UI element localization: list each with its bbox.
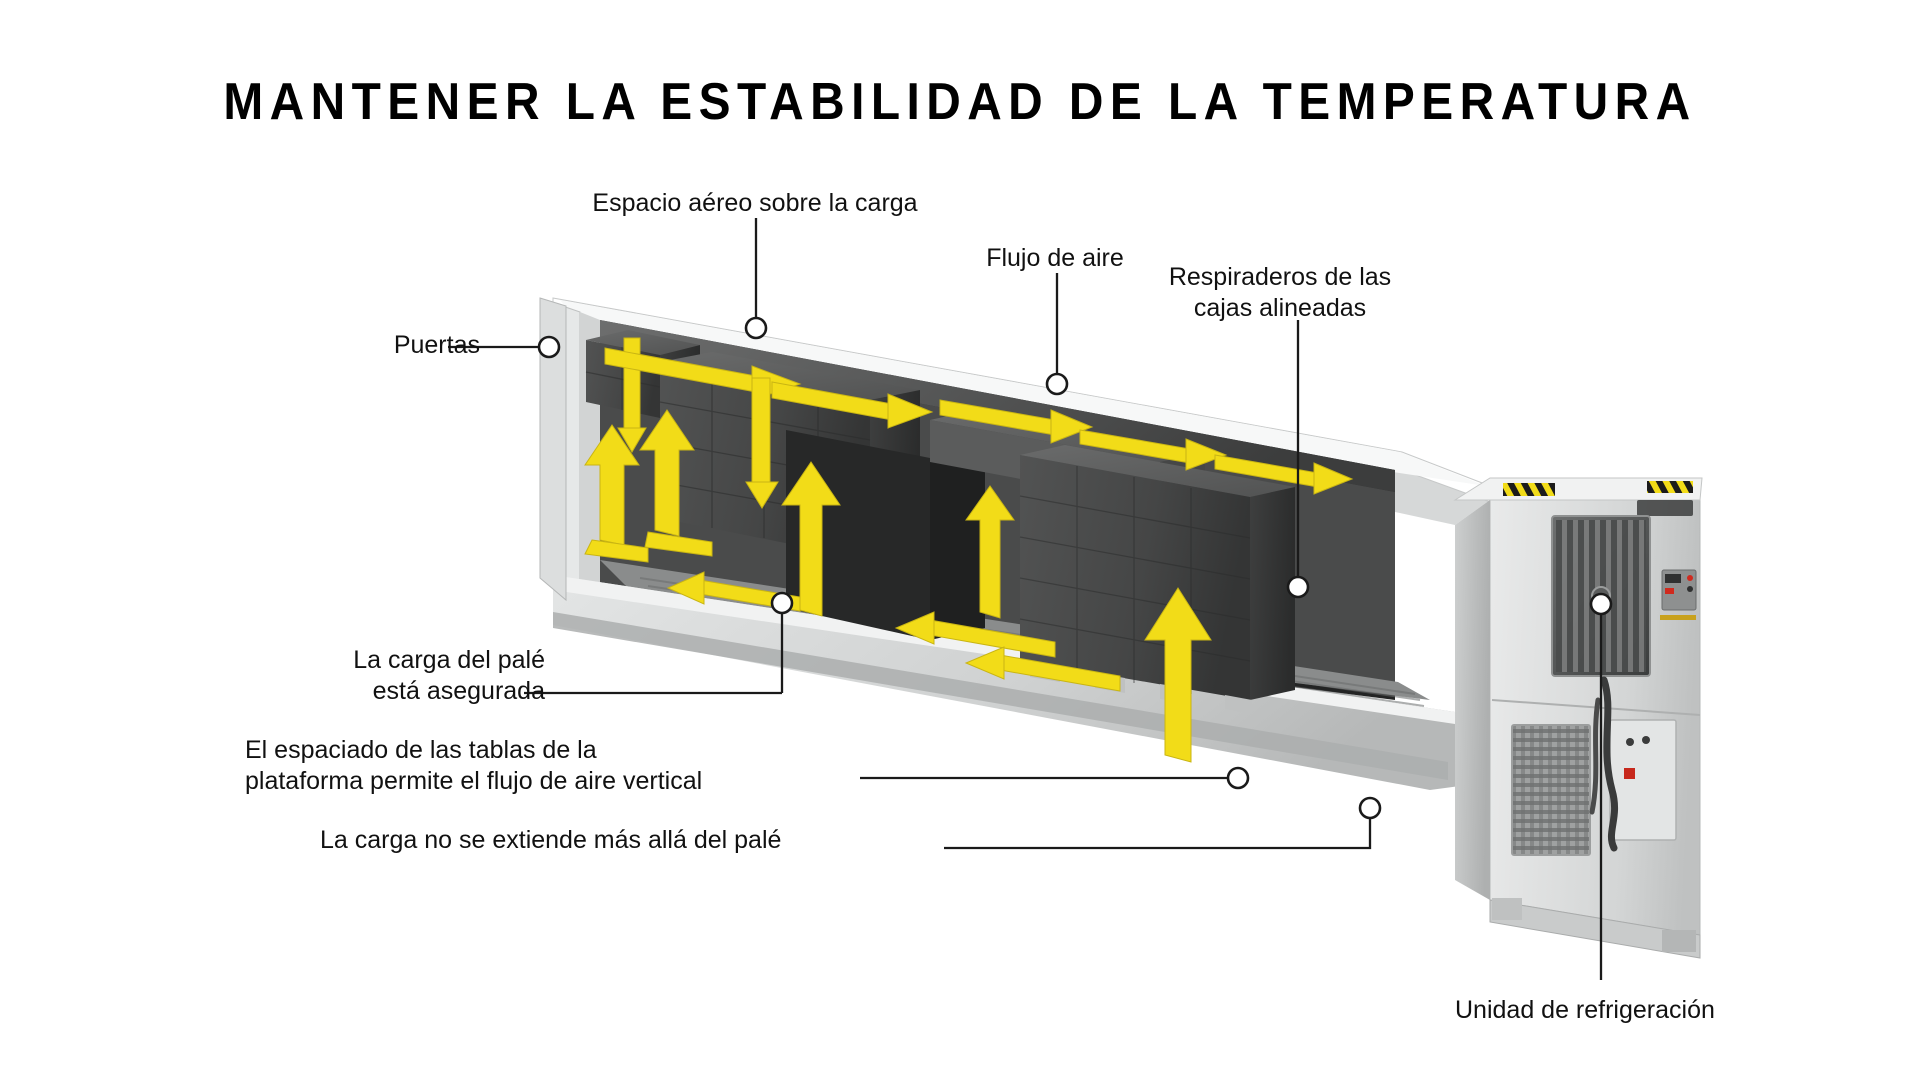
arrow-floor-return-2 xyxy=(964,646,1121,692)
panel-indicator-red xyxy=(1687,575,1693,581)
electrical-knob-2 xyxy=(1642,736,1650,744)
dot-airflow xyxy=(1045,372,1069,396)
arrow-up-left-2 xyxy=(639,409,695,537)
reefer-bottom-rail xyxy=(1489,899,1701,959)
arrow-up-center xyxy=(781,461,841,617)
panel-button-red xyxy=(1665,588,1674,594)
container-roof-top xyxy=(560,300,1486,486)
page-title: MANTENER LA ESTABILIDAD DE LA TEMPERATUR… xyxy=(223,73,1697,131)
dot-overhang xyxy=(1358,796,1382,820)
arrow-foot-2 xyxy=(644,531,713,557)
arrow-up-right-2 xyxy=(1144,587,1212,763)
dot-decking xyxy=(1226,766,1250,790)
arrow-foot-1 xyxy=(584,539,649,563)
reefer-cable xyxy=(1600,676,1619,852)
callout-doors: Puertas xyxy=(393,331,480,359)
callout-overhang: La carga no se extiende más allá del pal… xyxy=(320,826,782,854)
leader-dots xyxy=(537,316,1613,820)
panel-display xyxy=(1665,574,1681,583)
reefer-brand-plate xyxy=(1637,500,1693,516)
arrow-top-run-4 xyxy=(1079,429,1228,471)
callout-decking: El espaciado de las tablas de la platafo… xyxy=(245,736,703,796)
arrow-top-run-3 xyxy=(939,399,1094,444)
leader-lines xyxy=(448,218,1603,980)
electrical-knob-1 xyxy=(1626,738,1634,746)
arrow-down-duct-mid xyxy=(745,377,779,509)
dot-pallet-sec xyxy=(770,591,794,615)
callout-vents: Respiraderos de las cajas alineadas xyxy=(1168,263,1392,323)
hazard-stripe-top xyxy=(1503,483,1555,496)
airflow-arrows xyxy=(584,337,1354,763)
arrow-floor-return-1 xyxy=(894,611,1056,658)
dot-airspace xyxy=(744,316,768,340)
panel-indicator-dark xyxy=(1687,586,1693,592)
refrigeration-unit xyxy=(1453,477,1703,959)
reefer-side-return xyxy=(1455,500,1490,900)
dot-reefer xyxy=(1589,592,1613,616)
arrow-up-right-1 xyxy=(965,485,1015,619)
corner-casting-left xyxy=(1492,898,1522,920)
pallet-stack-5 xyxy=(1019,445,1295,700)
callout-pallet-secured: La carga del palé está asegurada xyxy=(353,646,545,706)
arrow-up-left-1 xyxy=(584,424,640,546)
arrow-top-run-5 xyxy=(1214,454,1354,495)
evaporator-grille xyxy=(1511,724,1591,856)
reefer-label-strip xyxy=(1660,615,1696,620)
callout-airflow: Flujo de aire xyxy=(986,244,1124,272)
dot-doors xyxy=(537,335,561,359)
reefer-cable-2 xyxy=(1589,697,1601,815)
container-bottom-rail-shadow xyxy=(553,612,1448,780)
callout-reefer-unit: Unidad de refrigeración xyxy=(1455,996,1715,1024)
hazard-stripe-corner xyxy=(1647,481,1693,493)
dot-vents xyxy=(1286,575,1310,599)
callout-airspace: Espacio aéreo sobre la carga xyxy=(592,189,918,217)
arrow-top-run-2 xyxy=(771,381,934,429)
electrical-switch-red xyxy=(1624,768,1635,779)
corner-casting-right xyxy=(1662,930,1696,952)
leader-overhang xyxy=(944,812,1372,850)
container-corner-post-left xyxy=(539,297,567,602)
